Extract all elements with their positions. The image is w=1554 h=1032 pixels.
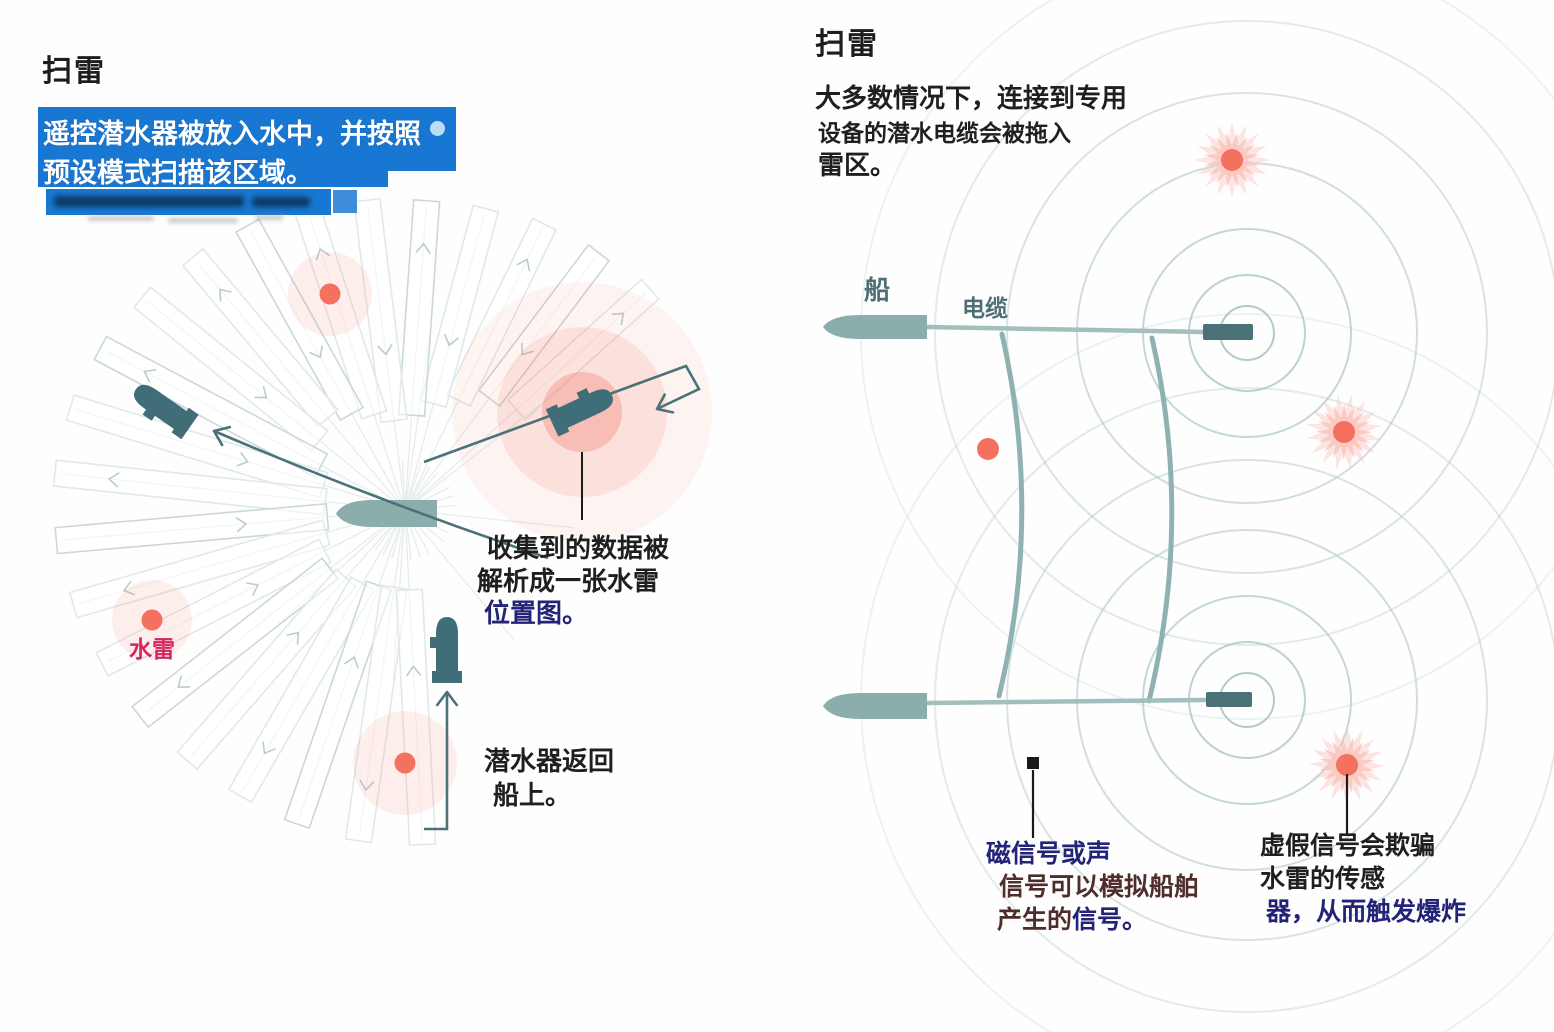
blurred-text-smudge [252, 197, 310, 207]
towed-cable-curves [996, 331, 1175, 704]
scan-lane [419, 204, 500, 409]
highlight-bar-1: 遥控潜水器被放入水中，并按照 [38, 107, 456, 149]
scan-lane [397, 198, 441, 417]
magnetic-annotation-line2: 信号可以模拟船舶 [999, 873, 1200, 901]
highlight-artifact-dot [430, 121, 445, 136]
scan-lane [132, 286, 329, 453]
mine [288, 252, 372, 336]
return-annotation-line1: 潜水器返回 [484, 746, 615, 776]
highlight-text-line2: 预设模式扫描该区域。 [43, 158, 313, 188]
tow-ship [823, 315, 927, 339]
ship-label: 船 [864, 275, 891, 305]
mine [112, 580, 192, 660]
mine-label: 水雷 [129, 636, 175, 662]
magnetic-annotation-line1: 磁信号或声 [986, 840, 1112, 868]
highlight-bar-blurred [46, 189, 331, 215]
magnetic-line3-maroon: 产生的 [997, 906, 1073, 934]
tow-cables [926, 324, 1207, 706]
scan-lane [506, 278, 661, 421]
fake-signal-annotation-line3: 器，从而触发爆炸 [1266, 898, 1467, 926]
scan-pattern-diagram [52, 197, 712, 847]
scan-lane [181, 247, 339, 428]
towed-device [1206, 692, 1252, 707]
scan-lane [344, 584, 408, 844]
cable-sweep-diagram [823, 0, 1554, 1032]
return-annotation-line2: 船上。 [493, 780, 572, 810]
scan-lane [54, 502, 330, 555]
highlight-text-line1: 遥控潜水器被放入水中，并按照 [43, 119, 421, 149]
submersible [134, 384, 199, 440]
mine [977, 438, 999, 460]
collect-annotation-line1: 收集到的数据被 [487, 533, 670, 563]
scan-lane [131, 557, 340, 729]
submersible [545, 388, 613, 437]
right-title: 扫雷 [815, 28, 879, 61]
scan-lane [477, 243, 611, 408]
highlight-chip [333, 190, 357, 213]
smudge-mark [255, 215, 283, 220]
cable-label: 电缆 [962, 295, 1008, 321]
scan-lanes [52, 197, 661, 847]
smudge-mark [168, 218, 238, 223]
magnetic-annotation-line3: 产生的信号。 [997, 906, 1147, 935]
right-paragraph-line3: 雷区。 [818, 150, 897, 180]
scan-lane [68, 519, 331, 619]
blurred-text-smudge [54, 196, 244, 207]
fake-signal-annotation-line2: 水雷的传感 [1260, 865, 1386, 893]
scan-lane [235, 218, 365, 422]
explosion-starburst [1194, 122, 1270, 198]
towed-device [1203, 324, 1253, 340]
right-paragraph-line1: 大多数情况下，连接到专用 [815, 83, 1128, 113]
scan-lane [95, 538, 332, 677]
highlight-bar-extension [388, 149, 456, 171]
left-title: 扫雷 [42, 55, 106, 88]
survey-ship [336, 500, 437, 527]
explosion-starburst [1306, 394, 1382, 470]
tow-ship [823, 693, 927, 719]
collect-annotation-line2: 解析成一张水雷 [477, 566, 660, 596]
scan-lane [93, 335, 329, 478]
mine [353, 711, 457, 815]
fake-signal-annotation-line1: 虚假信号会欺骗 [1260, 832, 1436, 860]
smudge-mark [88, 216, 154, 221]
collect-annotation-line3: 位置图。 [484, 598, 589, 628]
highlight-bar-2: 预设模式扫描该区域。 [38, 149, 388, 188]
magnetic-line3-navy: 信号。 [1072, 906, 1148, 934]
right-paragraph-line2: 设备的潜水电缆会被拖入 [818, 120, 1071, 146]
submersible [430, 617, 462, 683]
explosion-starburst [1309, 727, 1385, 803]
leader-line [1027, 757, 1039, 838]
